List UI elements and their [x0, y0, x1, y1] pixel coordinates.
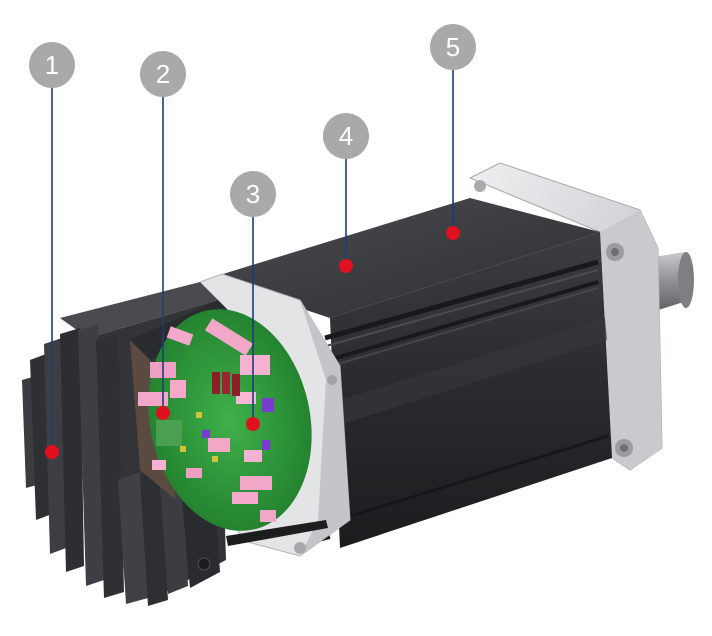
callout-3: 3	[230, 171, 276, 217]
callout-5-label: 5	[446, 32, 460, 62]
callout-3-label: 3	[246, 179, 260, 209]
marker-dot-5	[446, 226, 460, 240]
callout-1-label: 1	[45, 50, 59, 80]
callout-4-label: 4	[339, 121, 353, 151]
front-flange	[468, 162, 663, 471]
marker-dot-1	[45, 445, 59, 459]
driver-pcb	[130, 300, 328, 546]
marker-dot-4	[339, 259, 353, 273]
marker-dot-3	[246, 417, 260, 431]
callout-2-label: 2	[156, 59, 170, 89]
callout-4: 4	[323, 113, 369, 159]
motor-body	[210, 198, 612, 548]
callout-1: 1	[29, 42, 75, 88]
marker-dot-2	[156, 406, 170, 420]
callout-2: 2	[140, 51, 186, 97]
marker-dots	[45, 226, 460, 459]
leader-lines	[51, 70, 454, 452]
callout-5: 5	[430, 24, 476, 70]
